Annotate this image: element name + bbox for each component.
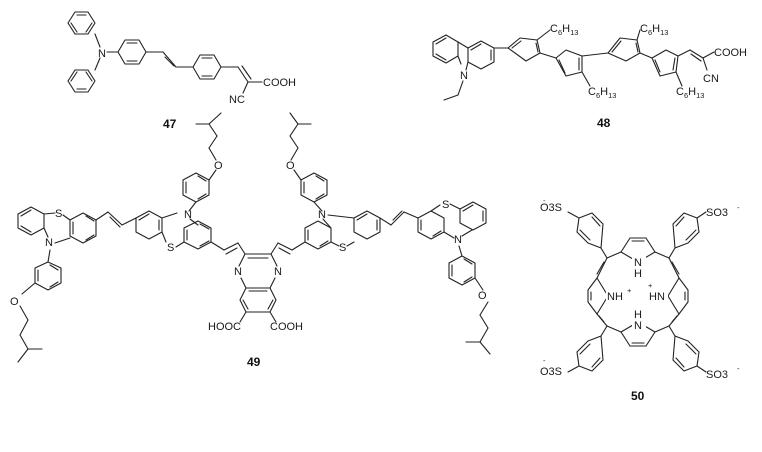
pyrrole-hn-right: HN	[649, 291, 665, 303]
charge-minus: -	[543, 196, 546, 205]
sulfur-label: S	[442, 199, 449, 211]
charge-plus-right: +	[648, 281, 653, 290]
sulfonatophenyl-top-right: SO3 -	[668, 203, 740, 259]
sulfonatophenyl-top-left: O3S -	[540, 196, 608, 259]
charge-minus: -	[737, 203, 740, 212]
phenylene-ring-2	[192, 54, 222, 80]
hexyl-ring-3: C6H13	[607, 23, 668, 62]
phenothiazine-terminal-right: S N O	[417, 199, 491, 355]
ether-oxygen-label: O	[286, 160, 295, 172]
pyrrole-n-bottom: N	[634, 320, 642, 332]
hexyl-ring-4: C6H13	[651, 49, 704, 100]
phenothiazine-inner-left: N S O	[135, 112, 223, 254]
hexyl-label-3: C6H13	[640, 23, 668, 37]
sulfur-label: S	[55, 208, 62, 220]
hexyl-label-4: C6H13	[676, 86, 704, 100]
pyrrole-h-top: H	[634, 268, 642, 280]
nitrogen-label: N	[454, 234, 462, 246]
charge-minus: -	[737, 364, 740, 373]
amine-nitrogen-label: N	[98, 48, 106, 60]
charge-plus-left: +	[627, 286, 632, 295]
hexyl-label-1: C6H13	[550, 23, 578, 37]
compound-48: N C6H13 C6H13 C6H13	[432, 23, 747, 130]
pyrrole-h-bottom: H	[634, 309, 642, 321]
pyrrole-nh-left: NH	[607, 291, 623, 303]
pyrazine-nitrogen-right: N	[274, 266, 282, 278]
phenyl-ring-top	[67, 11, 96, 35]
carbazole-unit: N	[432, 34, 495, 101]
phenothiazine-terminal-left: S N O	[10, 206, 97, 363]
carboxylic-acid-right-label: COOH	[270, 321, 303, 333]
phenylene-ring-1	[117, 39, 147, 65]
sulfonatophenyl-bottom-left: O3S -	[540, 325, 608, 378]
pyrazine-nitrogen-left: N	[234, 266, 242, 278]
cyano-label: NC	[229, 94, 245, 106]
sulfonate-label-bottom-right: SO3	[706, 369, 728, 381]
carboxylic-acid-left-label: HOOC	[208, 321, 241, 333]
hexyl-ring-1: C6H13	[507, 23, 578, 62]
phenothiazine-inner-right: S N O	[286, 112, 381, 254]
nitrogen-label: N	[318, 209, 326, 221]
compound-label-47: 47	[163, 117, 177, 131]
compound-47: N COOH NC 47	[67, 11, 296, 131]
charge-minus: -	[543, 356, 546, 365]
sulfonate-label-bottom-left: O3S	[540, 366, 562, 378]
compound-label-50: 50	[631, 389, 645, 403]
sulfonate-label-top-left: O3S	[540, 202, 562, 214]
pyrrole-n-top: N	[634, 257, 642, 269]
ether-oxygen-label: O	[10, 296, 19, 308]
carbazole-nitrogen-label: N	[460, 70, 468, 82]
sulfur-label: S	[339, 242, 346, 254]
compound-49: S N O	[10, 112, 491, 369]
compound-50: N H H N NH + HN + O3S -	[540, 196, 740, 403]
cyano-label: CN	[703, 73, 719, 85]
porphyrin-core: N H H N NH + HN +	[587, 237, 689, 347]
nitrogen-label: N	[184, 209, 192, 221]
hexyl-label-2: C6H13	[588, 86, 616, 100]
carboxylic-acid-label: COOH	[263, 77, 296, 89]
compound-label-49: 49	[247, 355, 261, 369]
carboxylic-acid-label: COOH	[714, 47, 747, 59]
sulfonatophenyl-bottom-right: SO3 -	[668, 325, 740, 381]
sulfur-label: S	[167, 242, 174, 254]
hexyl-ring-2: C6H13	[555, 49, 616, 100]
sulfonate-label-top-right: SO3	[706, 207, 728, 219]
compound-label-48: 48	[597, 116, 611, 130]
ether-oxygen-label: O	[478, 290, 487, 302]
ether-oxygen-label: O	[214, 160, 223, 172]
nitrogen-label: N	[45, 237, 53, 249]
phenyl-ring-bottom	[67, 69, 96, 93]
quinoxaline-core: N N HOOC COOH	[208, 253, 303, 333]
